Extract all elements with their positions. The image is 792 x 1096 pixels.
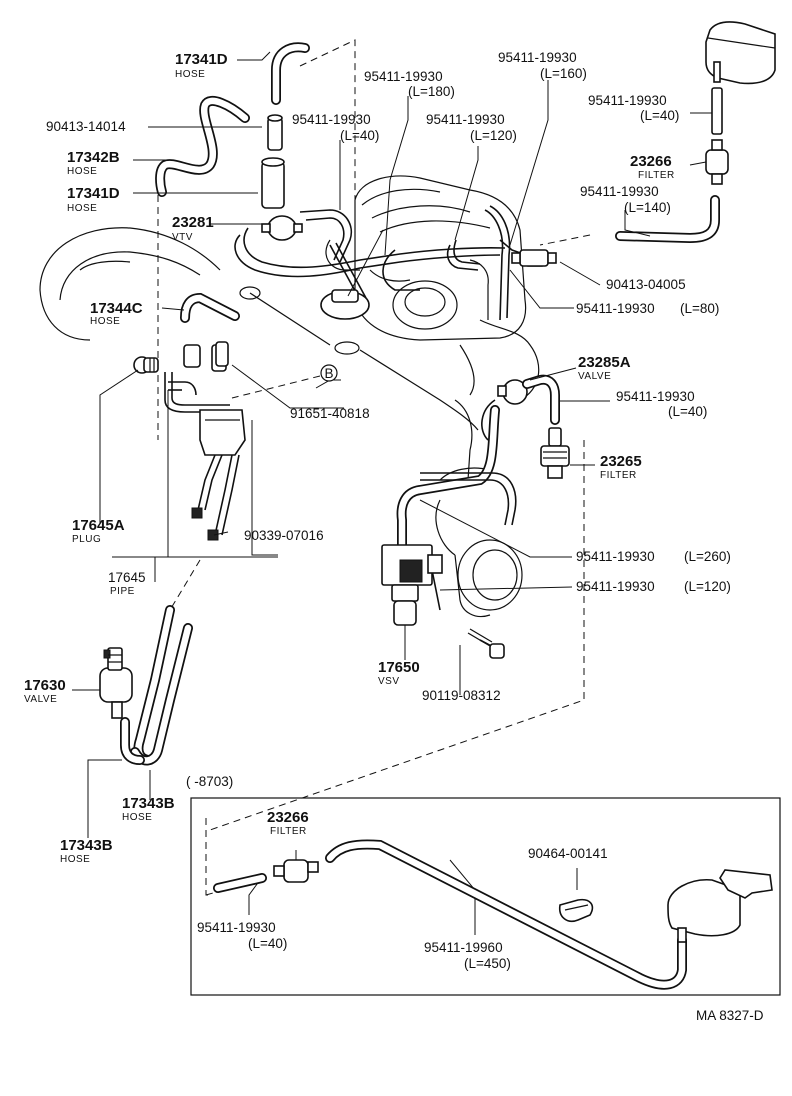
label-17650-sub: VSV (378, 676, 400, 687)
circle-b-label: B (324, 366, 333, 381)
label-95411-L40b: 95411-19930 (588, 93, 667, 108)
label-23266-inset-sub: FILTER (270, 826, 307, 837)
connector-90413-04005 (511, 249, 557, 267)
label-90464-00141: 90464-00141 (528, 846, 608, 861)
label-17650: 17650 (378, 659, 420, 676)
valve-17630 (99, 647, 133, 719)
label-90119-08312: 90119-08312 (422, 688, 501, 703)
label-95411-L120a: 95411-19930 (426, 112, 505, 127)
engine-assembly-drawing (39, 175, 540, 618)
hose-17343B-pair (120, 605, 193, 766)
circle-b-marker: B (320, 364, 338, 382)
inset-range-label: ( -8703) (186, 774, 233, 789)
label-95411-L120b: 95411-19930 (576, 579, 655, 594)
label-95411-inset-L40: 95411-19930 (197, 920, 276, 935)
clip-91651-40818 (215, 341, 229, 367)
label-95411-L180: 95411-19930 (364, 69, 443, 84)
label-90339-07016: 90339-07016 (244, 528, 324, 543)
filter-23266-top (705, 139, 729, 185)
label-23281: 23281 (172, 214, 214, 231)
clamp-90464-00141 (558, 898, 594, 922)
part-labels: 17341D HOSE 90413-14014 17342B HOSE 1734… (24, 50, 764, 1023)
label-17343B-b-sub: HOSE (60, 854, 90, 865)
label-95411-L80-len: (L=80) (680, 301, 719, 316)
label-17341D-mid-sub: HOSE (67, 203, 97, 214)
dashed-reference-lines (157, 39, 591, 896)
label-95411-L140-len: (L=140) (624, 200, 671, 215)
inset-box: ( -8703) (186, 774, 781, 996)
label-95411-L160: 95411-19930 (498, 50, 577, 65)
label-17343B-b: 17343B (60, 837, 113, 854)
label-17342B: 17342B (67, 149, 120, 166)
label-95411-L40c-len: (L=40) (668, 404, 707, 419)
filter-23265 (540, 427, 570, 479)
label-95411-L40a-len: (L=40) (340, 128, 379, 143)
label-17630: 17630 (24, 677, 66, 694)
label-17343B-a-sub: HOSE (122, 812, 152, 823)
label-95411-19960: 95411-19960 (424, 940, 503, 955)
label-95411-L160-len: (L=160) (540, 66, 587, 81)
label-23285A-sub: VALVE (578, 371, 611, 382)
hose-95411-L40-valve (522, 374, 560, 425)
label-17341D-top-sub: HOSE (175, 69, 205, 80)
label-17342B-sub: HOSE (67, 166, 97, 177)
label-95411-L260: 95411-19930 (576, 549, 655, 564)
label-90413-14014: 90413-14014 (46, 119, 126, 134)
label-95411-L120a-len: (L=120) (470, 128, 517, 143)
canister-top-right (705, 21, 776, 85)
hose-95411-L40-top (711, 87, 723, 135)
label-95411-L180-len: (L=180) (408, 84, 455, 99)
pipe-90413-14014 (267, 114, 283, 151)
filter-23266-inset (273, 859, 319, 883)
label-91651-40818: 91651-40818 (290, 406, 370, 421)
label-17645: 17645 (108, 570, 146, 585)
hoses-95411-L260-L120 (396, 405, 517, 611)
bolt-90119-08312 (467, 628, 505, 659)
label-23266-inset: 23266 (267, 809, 309, 826)
label-23265: 23265 (600, 453, 642, 470)
hose-17341D-top (271, 42, 310, 105)
label-17341D-mid: 17341D (67, 185, 120, 202)
vsv-17650 (381, 544, 443, 626)
label-17344C-sub: HOSE (90, 316, 120, 327)
vtv-23281 (261, 215, 303, 241)
pipe-17645 (164, 344, 246, 541)
label-95411-L40a: 95411-19930 (292, 112, 371, 127)
label-95411-inset-L40-len: (L=40) (248, 936, 287, 951)
label-17645-sub: PIPE (110, 586, 135, 597)
label-23281-sub: VTV (172, 232, 193, 243)
label-95411-L40c: 95411-19930 (616, 389, 695, 404)
plug-17645A (133, 356, 159, 374)
label-95411-L260-len: (L=260) (684, 549, 731, 564)
label-23266-top: 23266 (630, 153, 672, 170)
valve-23285A (481, 379, 528, 441)
label-17341D-top: 17341D (175, 51, 228, 68)
label-23265-sub: FILTER (600, 470, 637, 481)
label-95411-L120b-len: (L=120) (684, 579, 731, 594)
label-95411-L40b-len: (L=40) (640, 108, 679, 123)
label-17343B-a: 17343B (122, 795, 175, 812)
label-95411-L140: 95411-19930 (580, 184, 659, 199)
label-17645A-sub: PLUG (72, 534, 101, 545)
leader-lines (72, 51, 712, 935)
label-23285A: 23285A (578, 354, 631, 371)
hose-95411-L140 (615, 195, 720, 244)
label-17645A: 17645A (72, 517, 125, 534)
hose-17341D-mid (261, 157, 285, 209)
label-17344C: 17344C (90, 300, 143, 317)
label-90413-04005: 90413-04005 (606, 277, 686, 292)
canister-inset (667, 869, 773, 943)
diagram-code: MA 8327-D (696, 1008, 764, 1023)
label-95411-L80: 95411-19930 (576, 301, 655, 316)
label-23266-top-sub: FILTER (638, 170, 675, 181)
label-17630-sub: VALVE (24, 694, 57, 705)
hose-17344C (180, 292, 240, 323)
label-95411-19960-len: (L=450) (464, 956, 511, 971)
hose-17342B (155, 95, 250, 197)
